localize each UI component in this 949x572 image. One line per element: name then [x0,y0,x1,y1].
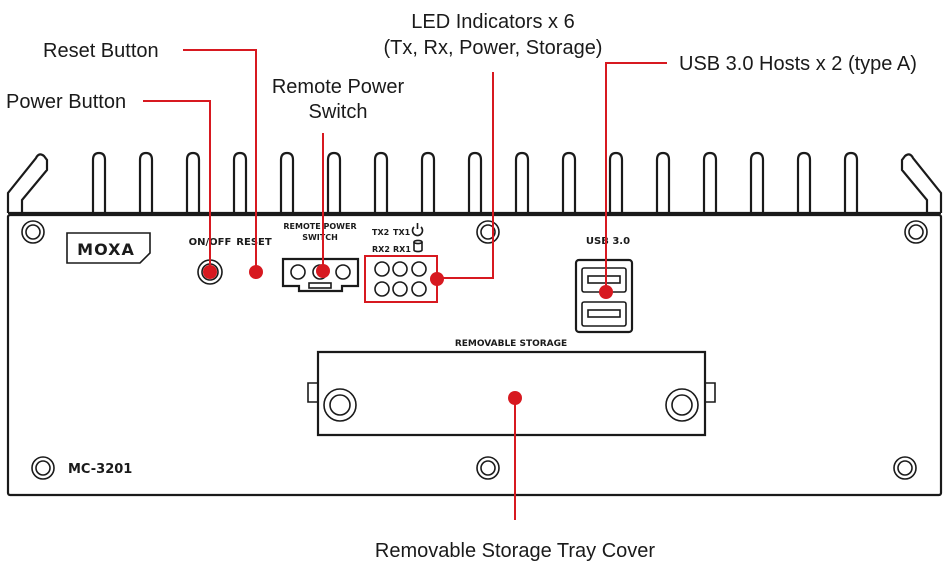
heatsink-fins [6,151,943,215]
remote-power-label-line1: REMOTE POWER [283,222,356,231]
led-indicators [364,255,438,303]
callout-remote-power-line2: Switch [309,101,368,123]
storage-icon [413,239,423,253]
remote-power-label-line2: SWITCH [302,233,338,242]
callout-remote-power-line1: Remote Power [272,76,405,98]
led-label-tx2: TX2 [372,228,389,237]
chassis-body [6,213,943,497]
led-label-tx1: TX1 [393,228,411,237]
callout-led-line2: (Tx, Rx, Power, Storage) [384,37,603,59]
callout-leaders [143,49,667,520]
power-icon [411,223,424,237]
reset-label: RESET [236,237,272,248]
callout-led-line1: LED Indicators x 6 [411,11,574,33]
callout-power-button: Power Button [6,91,126,113]
moxa-logo: MOXA [77,240,135,259]
model-label: MC-3201 [68,462,132,477]
callout-usb-hosts: USB 3.0 Hosts x 2 (type A) [679,53,917,75]
usb-label: USB 3.0 [586,236,630,247]
mounting-screws [21,220,928,480]
removable-storage-label: REMOVABLE STORAGE [455,339,567,349]
led-label-rx2: RX2 [372,245,390,254]
callout-reset-button: Reset Button [43,40,159,62]
callout-removable-storage: Removable Storage Tray Cover [375,540,655,562]
removable-storage-tray[interactable] [307,350,716,437]
callout-markers [203,264,613,405]
moxa-logo-badge [66,232,151,264]
led-label-rx1: RX1 [393,245,411,254]
